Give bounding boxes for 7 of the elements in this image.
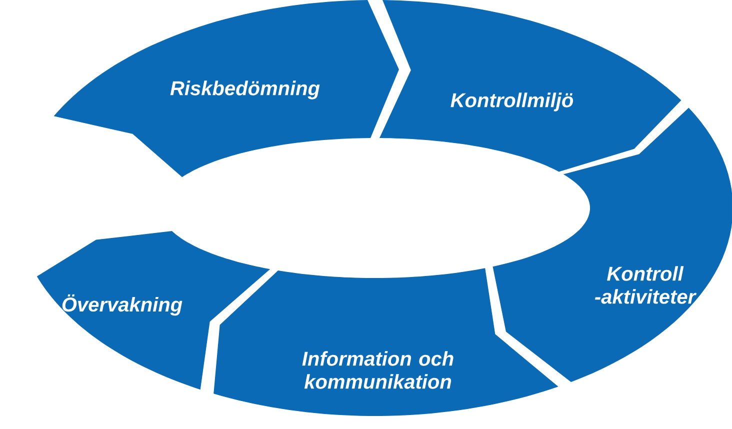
ring-segment: Riskbedömning [54, 0, 399, 178]
node-label: Information och kommunikation [302, 351, 454, 389]
ring-segment: Information och kommunikation [214, 268, 558, 416]
ring-segment: Kontrollmiljö [380, 0, 682, 172]
node-label: Kontroll -aktiviteter [594, 266, 696, 304]
ring-segment: Övervakning [36, 231, 270, 390]
node-label: Övervakning [62, 294, 182, 316]
